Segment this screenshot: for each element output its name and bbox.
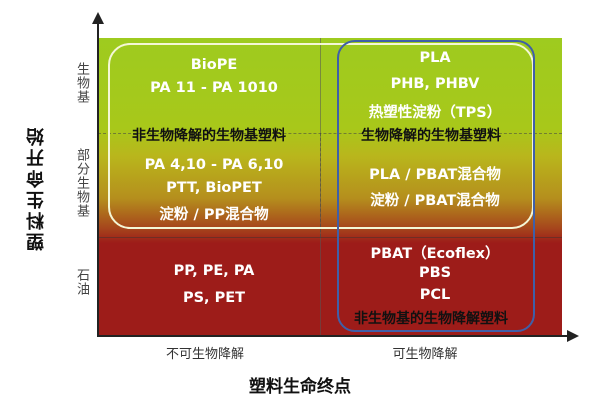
y-level-petroleum: 石油 <box>74 268 89 296</box>
x-level-non-biodegradable: 不可生物降解 <box>165 347 244 362</box>
band-label-left: 非生物降解的生物基塑料 <box>132 128 286 144</box>
quadrant-bottom-right-line-1: PBAT（Ecoflex） <box>370 246 500 262</box>
band-label-bottom-right: 非生物基的生物降解塑料 <box>354 311 508 327</box>
quadrant-bottom-right-line-3: PCL <box>419 287 451 303</box>
quadrant-mid-right-line-1: PLA / PBAT混合物 <box>369 167 501 183</box>
band-label-right: 生物降解的生物基塑料 <box>361 128 501 144</box>
horizontal-divider <box>98 237 562 238</box>
biodegradable-outline <box>337 40 535 332</box>
y-axis-line <box>97 22 99 337</box>
quadrant-bottom-left-line-2: PS, PET <box>182 290 246 306</box>
y-axis-title: 塑料生命开始 <box>26 125 47 251</box>
x-level-biodegradable: 可生物降解 <box>392 347 458 362</box>
quadrant-panel <box>98 38 562 336</box>
quadrant-top-left-line-1: BioPE <box>190 57 238 73</box>
y-level-partial-biobased: 部分生物基 <box>74 148 89 218</box>
y-level-biobased: 生物基 <box>74 62 89 104</box>
quadrant-bottom-left-line-1: PP, PE, PA <box>173 263 255 279</box>
quadrant-mid-left-line-2: PTT, BioPET <box>166 180 262 196</box>
quadrant-mid-left-line-1: PA 4,10 - PA 6,10 <box>144 157 284 173</box>
x-axis-title: 塑料生命终点 <box>249 377 351 397</box>
quadrant-top-right-line-1: PLA <box>419 50 451 66</box>
quadrant-top-right-line-2: PHB, PHBV <box>390 76 480 92</box>
y-axis-arrow-icon <box>92 12 104 24</box>
quadrant-bottom-right-line-2: PBS <box>418 265 452 281</box>
dashed-divider-vertical <box>320 133 321 237</box>
quadrant-top-left-line-2: PA 11 - PA 1010 <box>150 80 278 96</box>
quadrant-mid-left-line-3: 淀粉 / PP混合物 <box>159 207 269 223</box>
quadrant-mid-right-line-2: 淀粉 / PBAT混合物 <box>370 193 500 209</box>
quadrant-top-right-line-3: 热塑性淀粉（TPS） <box>368 105 502 121</box>
x-axis-line <box>97 335 569 337</box>
x-axis-arrow-icon <box>567 330 579 342</box>
dashed-divider-horizontal <box>98 133 562 134</box>
